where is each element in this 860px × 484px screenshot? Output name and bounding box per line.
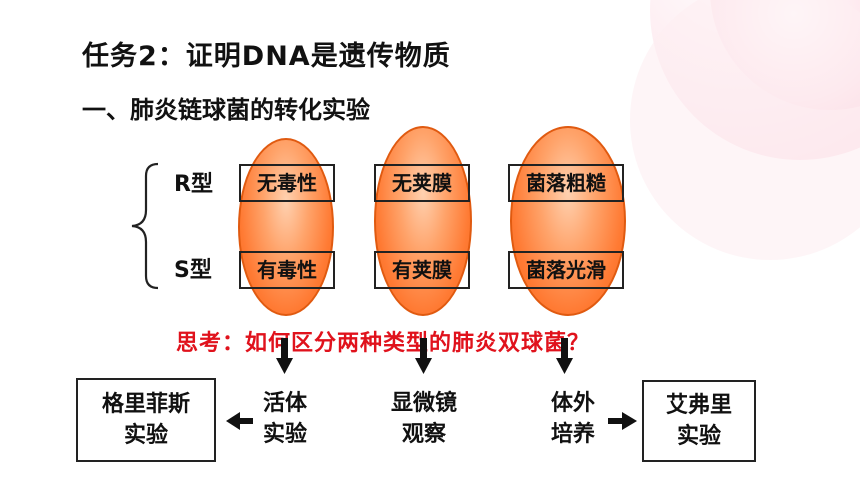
- griffith-line-1: 格里菲斯: [101, 392, 190, 417]
- capsule-ellipse: [374, 126, 472, 316]
- avery-line-1: 艾弗里: [665, 393, 732, 418]
- griffith-line-2: 实验: [123, 423, 168, 448]
- trait-s-capsule: 有荚膜: [374, 251, 470, 289]
- thinking-question: 思考：如何区分两种类型的肺炎双球菌？: [176, 331, 591, 356]
- in-vivo-line-2: 实验: [262, 422, 307, 447]
- trait-r-colony: 菌落粗糙: [508, 164, 624, 202]
- r-type-label: R型: [174, 172, 213, 197]
- microscope-method: 显微镜 观察: [380, 388, 468, 450]
- in-vitro-line-2: 培养: [550, 422, 595, 447]
- in-vitro-method: 体外 培养: [540, 388, 606, 450]
- microscope-line-1: 显微镜: [390, 391, 457, 416]
- in-vivo-line-1: 活体: [262, 391, 307, 416]
- griffith-experiment-box: 格里菲斯 实验: [76, 378, 216, 462]
- trait-r-capsule: 无荚膜: [374, 164, 470, 202]
- s-type-label: S型: [174, 258, 212, 283]
- in-vivo-method: 活体 实验: [252, 388, 318, 450]
- page-title: 任务2：证明DNA是遗传物质: [82, 41, 451, 72]
- virulence-ellipse: [238, 138, 334, 316]
- microscope-line-2: 观察: [401, 422, 446, 447]
- avery-line-2: 实验: [676, 424, 721, 449]
- section-heading: 一、肺炎链球菌的转化实验: [82, 96, 370, 124]
- trait-s-colony: 菌落光滑: [508, 251, 624, 289]
- trait-r-virulence: 无毒性: [239, 164, 335, 202]
- in-vitro-line-1: 体外: [550, 391, 595, 416]
- colony-ellipse: [510, 126, 626, 316]
- trait-s-virulence: 有毒性: [239, 251, 335, 289]
- avery-experiment-box: 艾弗里 实验: [642, 380, 756, 462]
